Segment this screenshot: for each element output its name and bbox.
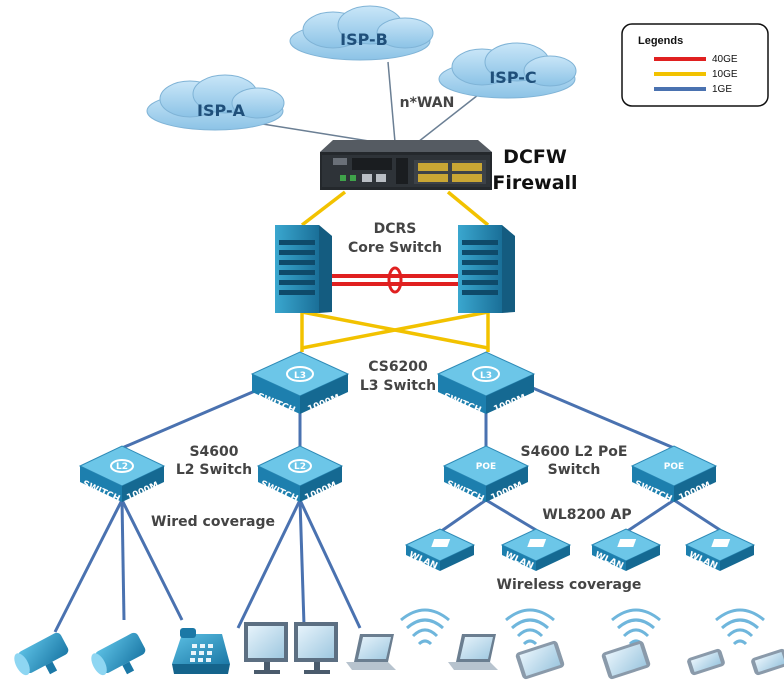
ap-model-label: WL8200 AP [542, 507, 631, 523]
poe-badge-right: POE [664, 462, 684, 472]
smartphone-icon [751, 648, 784, 676]
l3-switch-subtitle: L3 Switch [360, 378, 436, 394]
tablet-icon [515, 640, 565, 680]
legend-label-1ge: 1GE [712, 84, 732, 95]
isp-b-cloud: ISP-B [289, 5, 434, 61]
isp-a-cloud: ISP-A [146, 74, 285, 131]
access-point-3: WLAN [590, 528, 662, 572]
l3-switch-left: L3 SWITCH 1000M [250, 351, 350, 416]
tablet-icon [601, 640, 651, 680]
l3-badge-right: L3 [480, 371, 492, 381]
access-point-4: WLAN [684, 528, 756, 572]
l3-switch-right: L3 SWITCH 1000M [436, 351, 536, 416]
isp-c-cloud: ISP-C [438, 42, 577, 99]
laptop-icon [448, 634, 498, 670]
l2-badge-right: L2 [294, 462, 306, 472]
camera-icon [91, 632, 146, 676]
legend-label-10ge: 10GE [712, 69, 738, 80]
ip-phone-icon [172, 628, 230, 674]
legend-title: Legends [638, 35, 683, 47]
poe-switch-left: POE SWITCH 1000M [442, 445, 530, 505]
legend-label-40ge: 40GE [712, 54, 738, 65]
wireless-coverage-label: Wireless coverage [497, 577, 642, 593]
l2-switch-right: L2 SWITCH 1000M [256, 445, 344, 505]
monitor-icon [244, 622, 288, 674]
access-point-2: WLAN [500, 528, 572, 572]
l2-switch-subtitle: L2 Switch [176, 462, 252, 478]
wifi-signal-icons [400, 608, 765, 646]
core-switch-subtitle: Core Switch [348, 240, 442, 256]
legend: Legends 40GE 10GE 1GE [621, 23, 769, 107]
laptop-icon [346, 634, 396, 670]
l3-badge-left: L3 [294, 371, 306, 381]
links [53, 61, 721, 633]
l2-switch-left: L2 SWITCH 1000M [78, 445, 166, 505]
firewall-title: DCFW [503, 146, 567, 168]
l3-switch-title: CS6200 [368, 359, 428, 375]
camera-icon [14, 632, 69, 676]
l2-switch-title: S4600 [189, 444, 238, 460]
wired-coverage-label: Wired coverage [151, 514, 275, 530]
poe-switch-right: POE SWITCH 1000M [630, 445, 718, 505]
core-switch-left [275, 225, 332, 313]
firewall-subtitle: Firewall [492, 172, 577, 194]
isp-c-label: ISP-C [489, 68, 536, 87]
isp-b-label: ISP-B [340, 30, 388, 49]
l2-badge-left: L2 [116, 462, 128, 472]
poe-switch-title: S4600 L2 PoE [521, 444, 628, 460]
poe-switch-subtitle: Switch [548, 462, 601, 478]
monitor-icon [294, 622, 338, 674]
smartphone-icon [687, 648, 725, 676]
core-switch-right [458, 225, 515, 313]
poe-badge-left: POE [476, 462, 496, 472]
isp-a-label: ISP-A [197, 101, 246, 120]
wan-label: n*WAN [400, 95, 455, 111]
access-point-1: WLAN [404, 528, 476, 572]
core-switch-title: DCRS [374, 221, 417, 237]
firewall-device [320, 140, 492, 190]
